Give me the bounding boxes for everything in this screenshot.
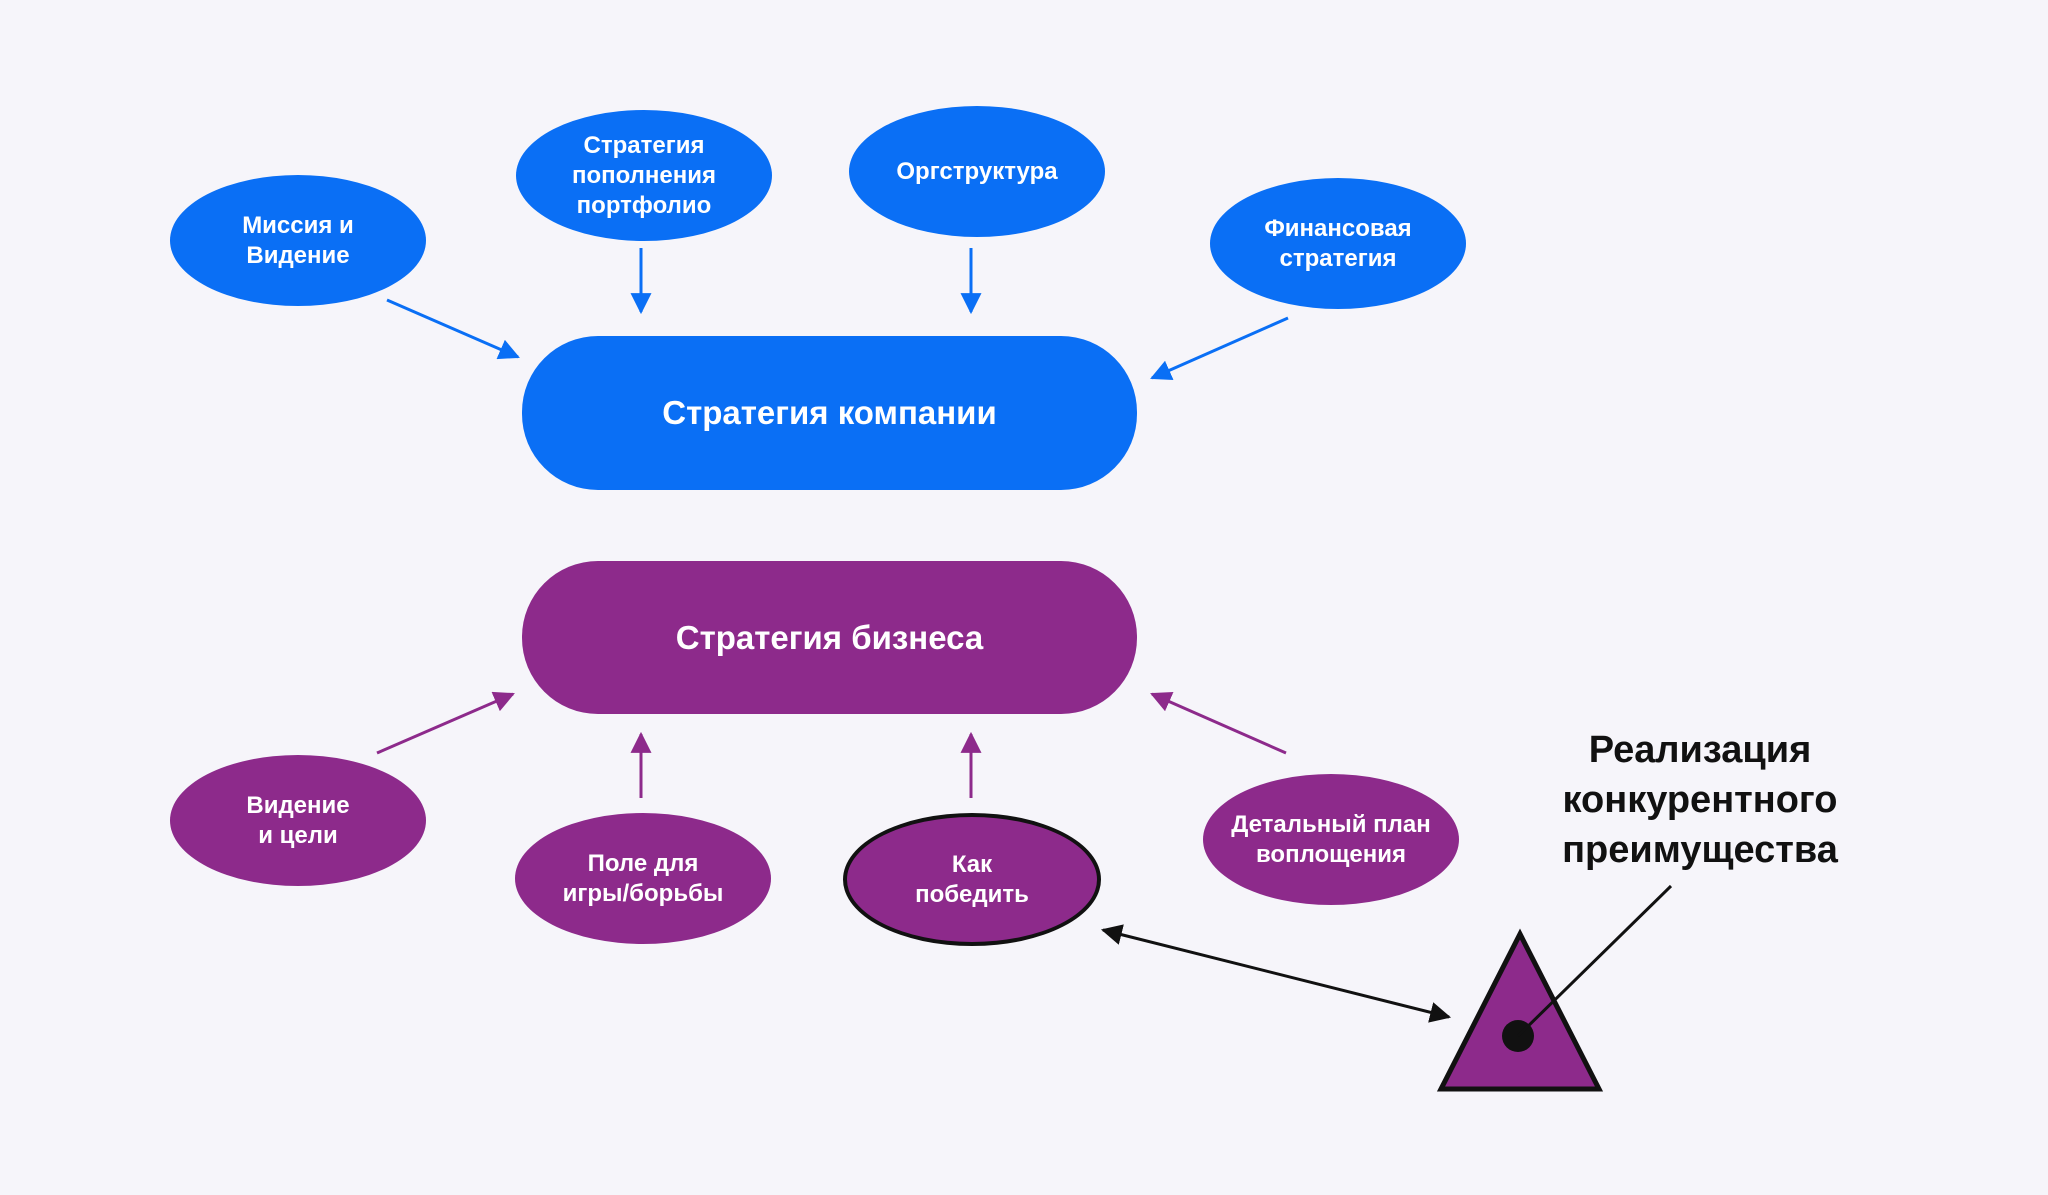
company-strategy-box: Стратегия компании: [522, 336, 1137, 490]
advantage-triangle: [1436, 928, 1604, 1092]
competitive-advantage-label: Реализация конкурентного преимущества: [1562, 729, 1838, 872]
arrow-plan-to-business: [1150, 692, 1287, 755]
node-mission: Миссия и Видение: [170, 175, 426, 306]
arrow-mission-to-company: [386, 298, 520, 360]
node-playing-field: Поле для игры/борьбы: [515, 813, 771, 944]
node-finance-strategy: Финансовая стратегия: [1210, 178, 1466, 309]
callout-leader-line: [1516, 884, 1673, 1038]
arrow-vision-to-business: [376, 691, 515, 755]
arrow-finance-to-company: [1150, 316, 1289, 380]
node-how-to-win: Как победить: [843, 813, 1101, 946]
business-strategy-box: Стратегия бизнеса: [522, 561, 1137, 714]
node-portfolio-strategy: Стратегия пополнения портфолио: [516, 110, 772, 241]
node-vision-goals: Видение и цели: [170, 755, 426, 886]
node-orgstructure: Оргструктура: [849, 106, 1105, 237]
double-arrow-how-to-win-triangle: [1100, 924, 1452, 1023]
node-implementation-plan: Детальный план воплощения: [1203, 774, 1459, 905]
